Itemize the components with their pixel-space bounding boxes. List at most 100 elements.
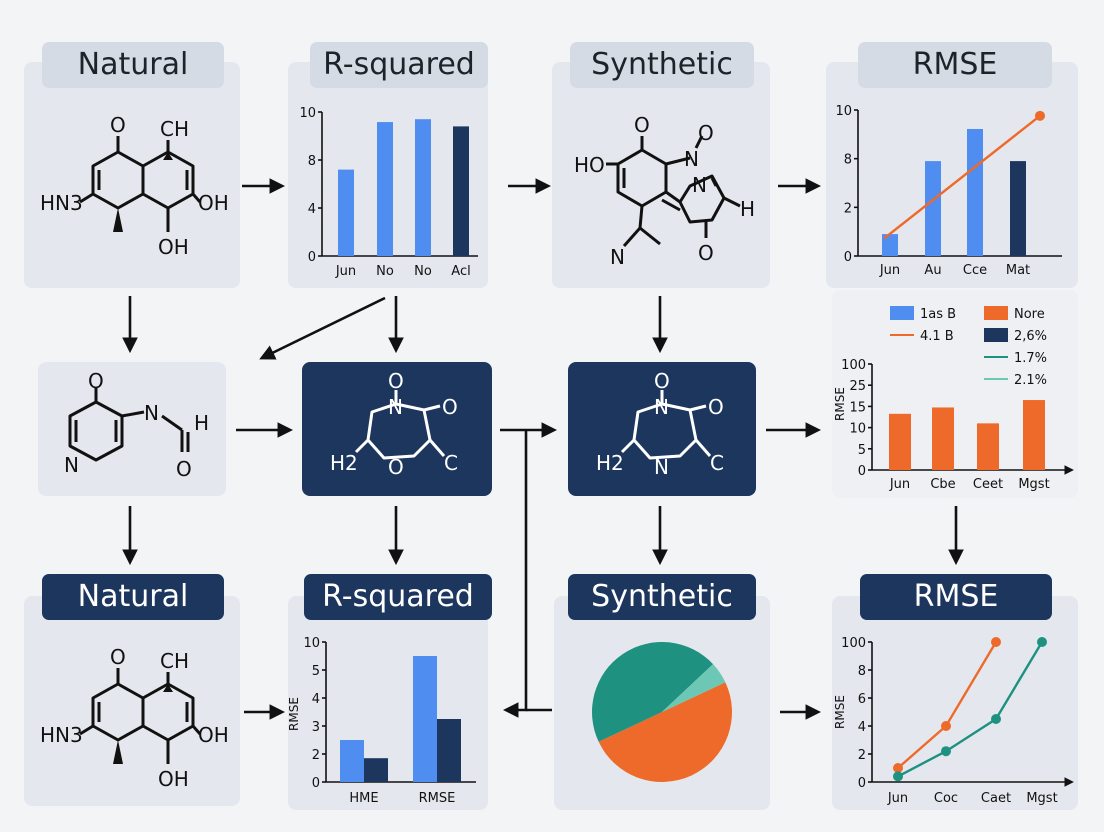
atom-ho: HO — [574, 153, 605, 177]
ring-center-box — [302, 362, 492, 496]
atom-n: N — [144, 401, 159, 425]
atom-o: O — [110, 645, 126, 669]
rmse-top-panel — [826, 62, 1078, 288]
bar — [415, 119, 431, 256]
legend-label: 1as B — [920, 307, 956, 322]
x-tick-label: Ceet — [973, 477, 1003, 492]
ring-right-box — [568, 362, 756, 496]
legend-label: 2,6% — [1014, 329, 1047, 344]
atom-o-1: O — [388, 369, 404, 393]
atom-n-ring: N — [654, 455, 669, 479]
x-tick-label: RMSE — [419, 791, 456, 806]
x-tick-label: Acl — [451, 264, 470, 279]
atom-o: O — [110, 113, 126, 137]
y-tick-label: 6 — [858, 692, 866, 707]
y-tick-label: 10 — [849, 422, 866, 437]
ring-center-molecule: O N O H2 O C — [330, 369, 458, 479]
pie-slice — [598, 682, 732, 782]
atom-h: H — [194, 411, 209, 435]
bar — [977, 423, 999, 470]
series-point — [941, 746, 951, 757]
synthetic-bottom-tag: Synthetic — [568, 574, 756, 620]
atom-h: H — [740, 197, 755, 221]
atom-oh-2: OH — [158, 235, 189, 259]
atom-c: C — [444, 451, 458, 475]
flow-arrows — [122, 178, 964, 720]
y-tick-label: 0 — [844, 250, 852, 265]
atom-hn3: HN3 — [40, 723, 83, 747]
bar — [889, 413, 911, 470]
y-tick-label: 100 — [841, 358, 866, 373]
bar — [338, 169, 354, 256]
series-point — [991, 637, 1001, 647]
x-tick-label: Mgst — [1026, 791, 1057, 806]
atom-o-2: O — [708, 395, 724, 419]
synthetic-top-molecule: HO O O N N H O N — [574, 113, 755, 269]
y-tick-label: 10 — [835, 104, 852, 119]
bar — [967, 128, 983, 256]
atom-n: N — [654, 395, 669, 419]
atom-o-1: O — [634, 113, 650, 137]
atom-o-2: O — [698, 121, 714, 145]
natural-top-tag: Natural — [42, 42, 224, 88]
arrow-elbow — [502, 430, 528, 718]
trend-point — [1035, 110, 1045, 121]
y-tick-label: 2 — [844, 201, 852, 216]
rsquared-bottom-tag: R-squared — [304, 574, 492, 620]
rmse-bottom-panel — [832, 596, 1078, 810]
x-tick-label: No — [414, 264, 432, 279]
bar — [364, 758, 388, 782]
x-tick-label: Mat — [1006, 263, 1030, 278]
legend-label: 1.7% — [1014, 351, 1047, 366]
x-tick-label: Au — [924, 263, 941, 278]
trend-line — [883, 114, 1041, 240]
natural-bottom-tag: Natural — [42, 574, 224, 620]
bar — [413, 656, 437, 782]
y-tick-label: 8 — [858, 664, 866, 679]
atom-hn3: HN3 — [40, 191, 83, 215]
y-tick-label: 100 — [841, 636, 866, 651]
series-point — [991, 714, 1001, 724]
atom-o-2: O — [442, 395, 458, 419]
atom-n-3: N — [610, 245, 625, 269]
y-tick-label: 2 — [858, 748, 866, 763]
legend-swatch — [984, 306, 1008, 320]
y-tick-label: 8 — [844, 153, 852, 168]
bar — [1023, 400, 1045, 470]
atom-o-1: O — [654, 369, 670, 393]
bar — [377, 122, 393, 256]
atom-ch: CH — [160, 649, 189, 673]
rmse-bottom-tag: RMSE — [860, 574, 1052, 620]
x-tick-label: Jun — [335, 264, 356, 279]
atom-n-1: N — [684, 147, 699, 171]
y-axis-label: RMSE — [833, 695, 847, 729]
atom-c: C — [710, 451, 724, 475]
x-tick-label: No — [376, 264, 394, 279]
series-point — [941, 721, 951, 731]
atom-h2: H2 — [596, 451, 624, 475]
atom-oh-2: OH — [158, 767, 189, 791]
bar — [932, 407, 954, 470]
rsquared-top-tag: R-squared — [310, 42, 488, 88]
y-tick-label: 0 — [308, 250, 316, 265]
legend-label: 2.1% — [1014, 373, 1047, 388]
x-tick-label: Jun — [889, 477, 910, 492]
x-tick-label: HME — [349, 791, 378, 806]
x-tick-label: Jun — [879, 263, 900, 278]
x-tick-label: Coc — [934, 791, 958, 806]
y-tick-label: 5 — [858, 443, 866, 458]
legend-swatch — [890, 306, 914, 320]
y-tick-label: 0 — [312, 776, 320, 791]
x-tick-label: Mgst — [1018, 477, 1049, 492]
atom-n-ring: N — [64, 453, 79, 477]
y-tick-label: 2 — [312, 748, 320, 763]
natural-bottom-panel — [24, 596, 240, 806]
atom-o-3: O — [698, 241, 714, 265]
y-tick-label: 5 — [312, 664, 320, 679]
atom-n-2: N — [692, 173, 707, 197]
